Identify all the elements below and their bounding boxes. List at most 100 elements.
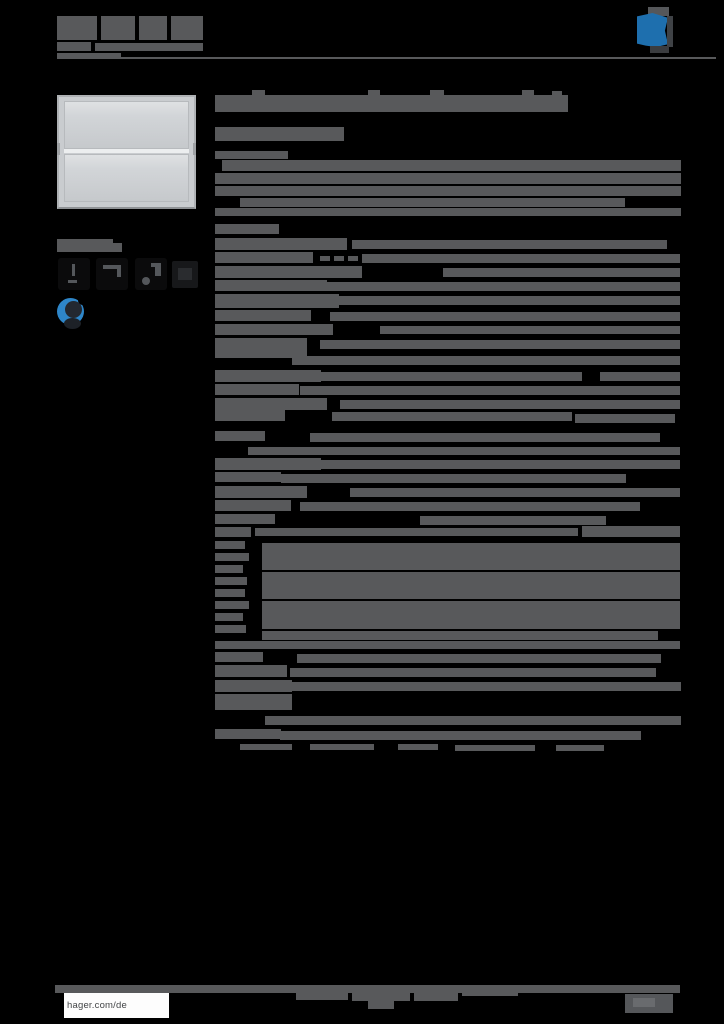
spec-section-b-bar [575,414,675,423]
product-rocker-top [64,101,189,149]
spec-section-d-bar [215,577,247,585]
spec-section-d-bar [215,589,245,597]
product-image [57,95,196,209]
header-logo-bar [139,16,167,40]
spec-section-e-bar [455,745,535,751]
spec-section-d-bar [255,528,578,536]
spec-section-e-bar [556,745,604,751]
title-bar [552,91,562,96]
header-logo-bar [171,16,203,40]
header-rule-bar [57,57,716,59]
title-bar [368,90,380,96]
header-logo-bar [57,42,91,51]
spec-section-b-bar [272,372,582,381]
spec-section-c-bar [248,447,680,455]
footer-center-text-bar [368,1001,394,1009]
spec-section-c-bar [215,458,321,470]
spec-section-a-bar [334,256,344,261]
header-logo-bar [57,53,121,57]
spec-section-a-bar [362,254,680,263]
spec-section-c-bar [318,460,680,469]
spec-section-a-bar [320,256,330,261]
product-rocker-separator [64,149,189,153]
feature-icon-4-glyph [178,268,192,280]
feature-icon-3-glyph [155,267,161,276]
spec-section-d-bar [262,572,680,599]
spec-section-e-bar [215,641,680,649]
spec-section-a-bar [215,266,362,278]
spec-section-a-bar [272,282,680,291]
spec-section-a-bar [215,324,333,335]
spec-section-e-bar [215,694,292,710]
spec-section-e-bar [290,668,656,677]
spec-section-a-bar [380,326,680,334]
footer-page-number-mark [633,998,655,1007]
title-bar [430,90,444,96]
brand-logo-top-mark [648,7,669,16]
spec-section-b-bar [332,412,572,421]
spec-section-c-bar [420,516,606,525]
intro-bar [215,208,681,216]
spec-section-b-bar [320,340,680,349]
header-logo-bar [95,43,203,51]
footer-center-text-bar [462,988,518,996]
spec-section-b-bar [600,372,680,381]
spec-section-c-bar [281,474,626,483]
intro-bar [215,173,681,184]
badge-notch [78,296,87,305]
spec-section-e-bar [280,731,641,740]
brand-logo-blue-shape [637,13,668,47]
feature-icon-4 [172,261,198,288]
feature-icon-2-glyph [117,269,121,277]
feature-icon-1 [58,258,90,290]
spec-section-a-bar [215,252,313,263]
feature-icon-3 [135,258,167,290]
spec-section-d-bar [262,543,680,570]
spec-section-c-bar [215,472,281,482]
spec-section-c-bar [350,488,680,497]
spec-section-e-bar [297,654,661,663]
spec-section-a-bar [215,310,311,321]
spec-section-e-bar [310,744,374,750]
spec-section-a-bar [443,268,680,277]
feature-icon-1-glyph [68,280,77,283]
spec-section-b-bar [292,356,680,365]
feature-icon-2-glyph [103,265,121,269]
product-caption-bar [113,243,122,252]
spec-section-b-bar [215,338,307,358]
spec-section-d-bar [215,613,243,621]
footer-website-link[interactable]: hager.com/de [67,999,127,1011]
spec-section-e-bar [215,729,281,739]
spec-section-d-bar [262,631,658,640]
feature-icon-2 [96,258,128,290]
spec-section-d-bar [215,541,245,549]
intro-bar [222,160,681,171]
intro-bar [240,198,625,207]
title-bar [252,90,265,96]
spec-section-d-bar [215,527,251,537]
spec-section-e-bar [215,665,287,677]
badge-base [64,318,81,329]
footer-website-box: hager.com/de [64,993,169,1018]
spec-section-c-bar [215,486,307,498]
spec-section-b-bar [300,386,680,395]
brand-logo-icon [634,5,684,53]
spec-section-e-bar [265,716,681,725]
spec-section-b-bar [340,400,680,409]
blue-round-badge-icon [57,296,87,330]
spec-section-e-bar [215,652,263,662]
spec-section-e-bar [240,744,292,750]
brand-logo-bottom-mark [650,46,669,53]
spec-section-e-bar [215,680,292,692]
title-bar [215,95,568,112]
intro-bar [215,151,288,159]
spec-section-e-bar [398,744,438,750]
spec-section-c-bar [300,502,640,511]
footer-center-text-bar [414,992,458,1001]
spec-section-e-bar [288,682,681,691]
product-frame-clip-left [57,143,60,155]
spec-section-d-bar [215,553,249,561]
spec-section-a-bar [215,238,347,250]
spec-section-a-bar [215,280,327,291]
